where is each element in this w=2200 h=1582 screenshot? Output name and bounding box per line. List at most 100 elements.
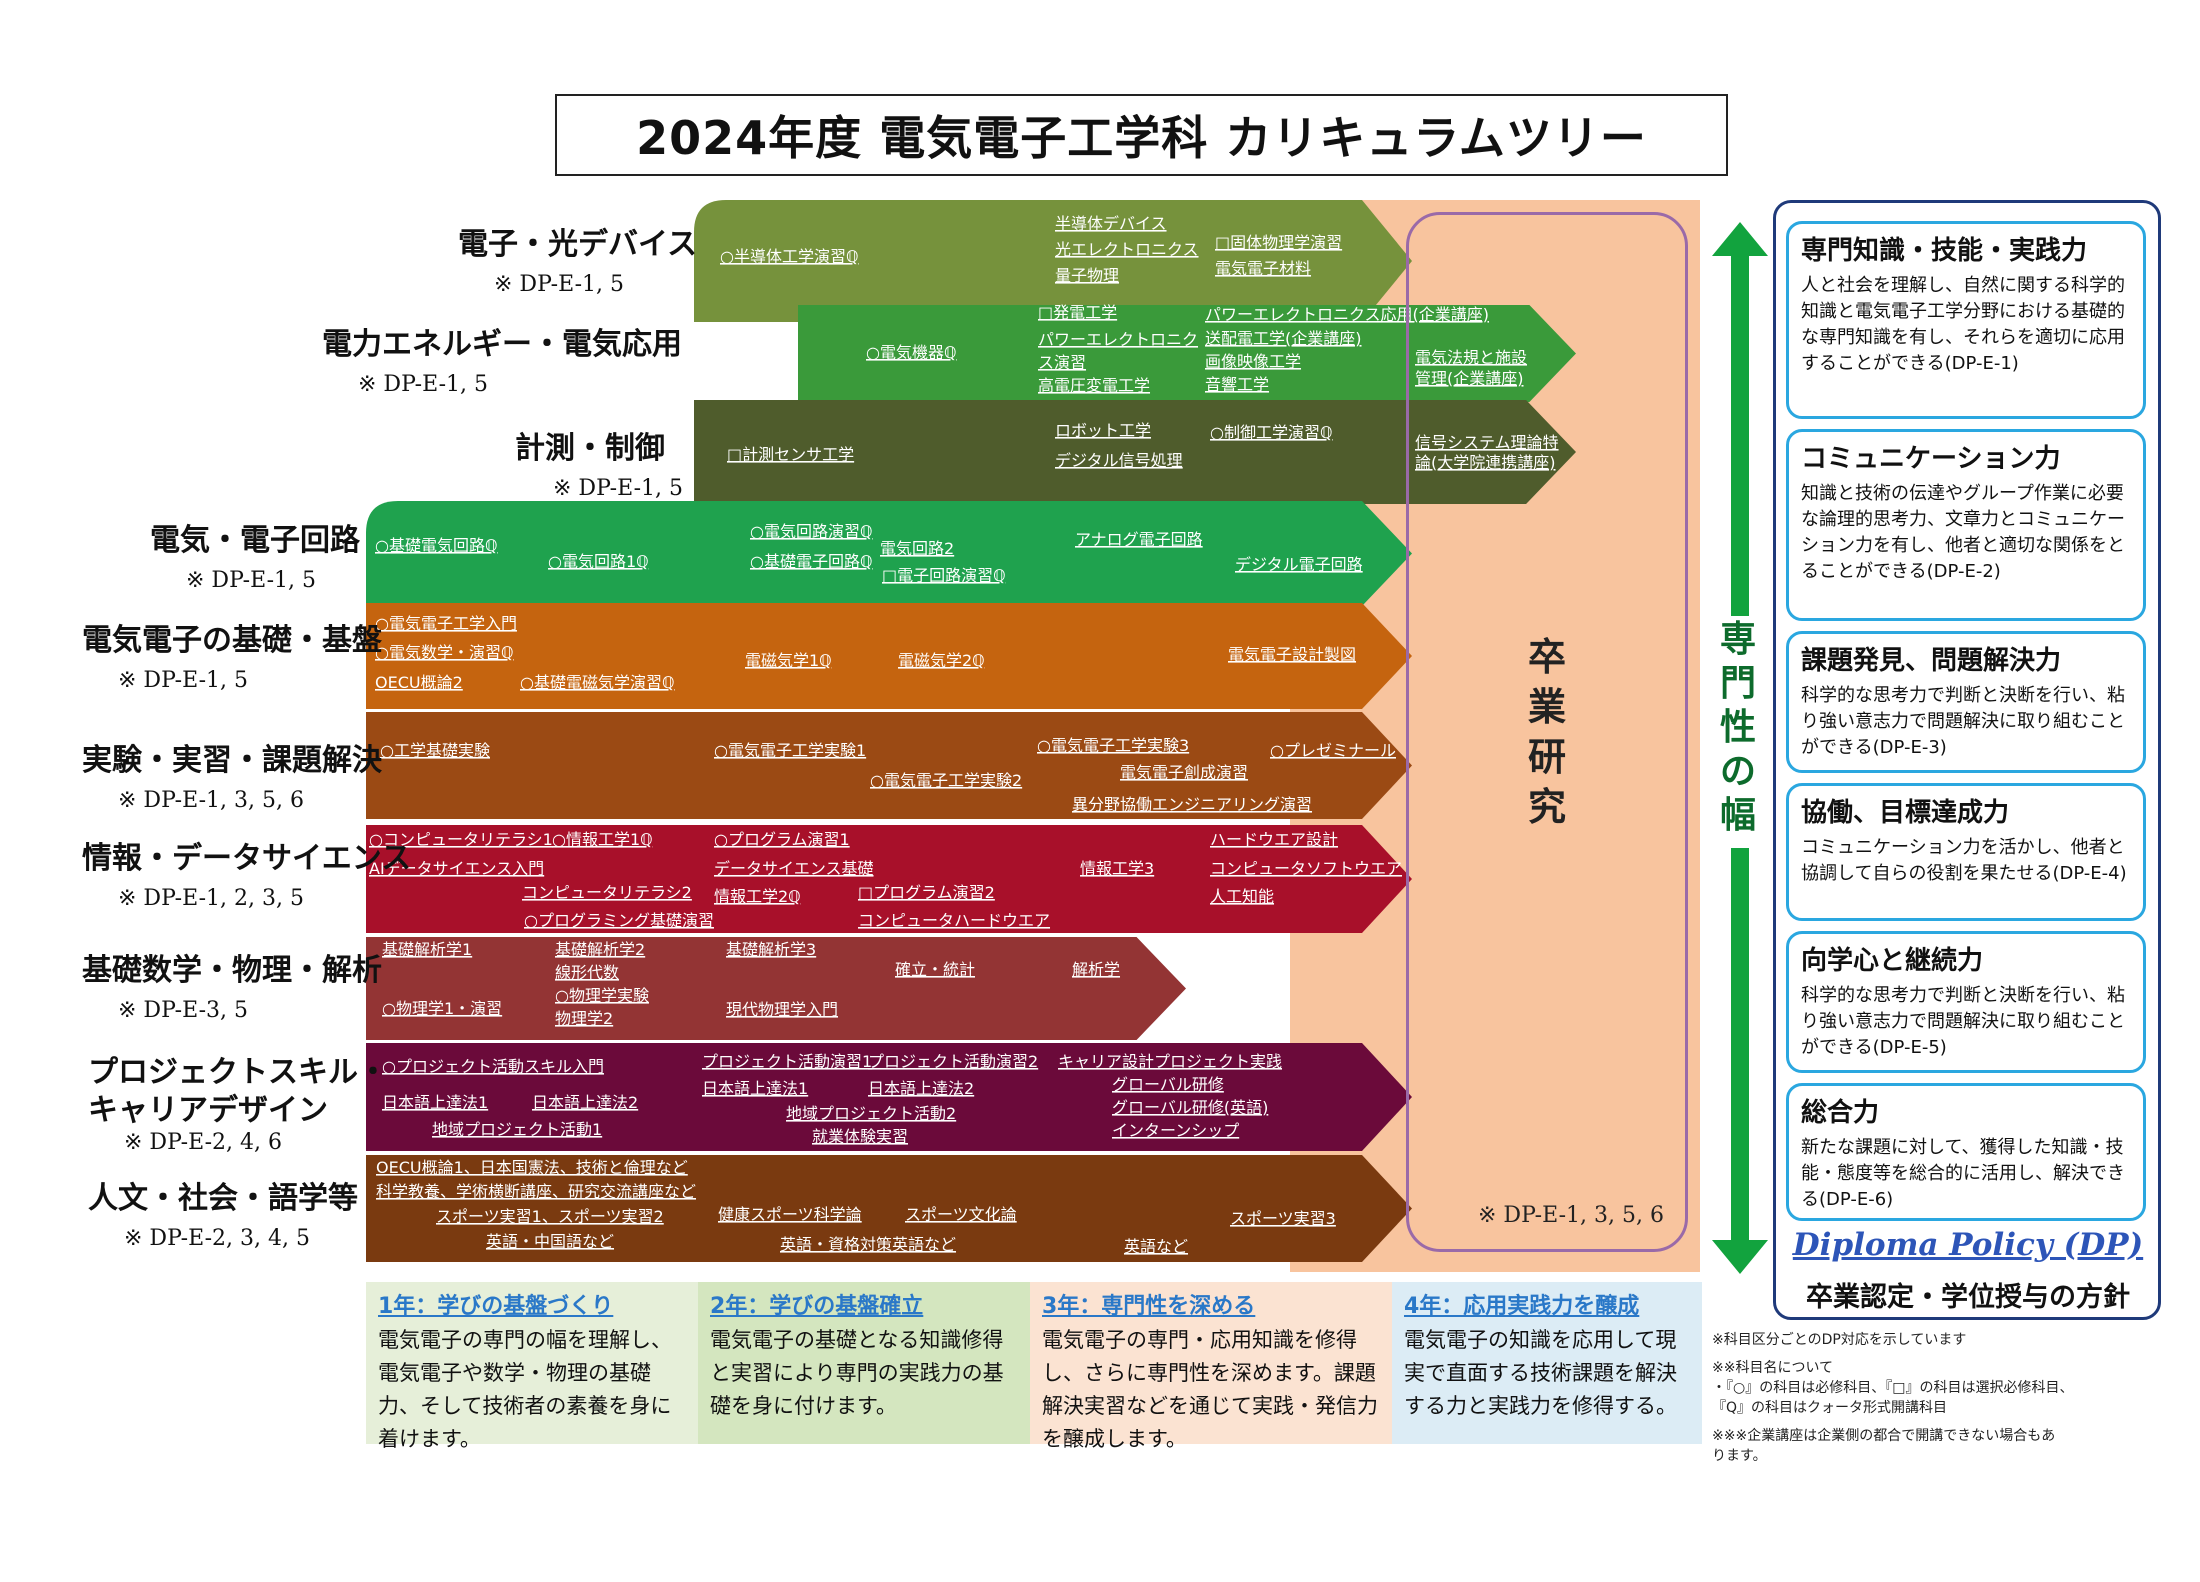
dp-box: 向学心と継続力 科学的な思考力で判断と決断を行い、粘り強い意志力で問題解決に取り… [1786,931,2146,1073]
course-label: 日本語上達法1 [382,1093,488,1112]
course-label: 光エレクトロニクス [1055,240,1199,259]
course-label: 科学教養、学術横断講座、研究交流講座など [376,1182,696,1201]
course-label: ○物理学1・演習 [382,999,502,1018]
dp-box: 課題発見、問題解決力 科学的な思考力で判断と決断を行い、粘り強い意志力で問題解決… [1786,631,2146,773]
category-name: 情報・データサイエンス [82,841,412,876]
category-band [694,400,1576,504]
course-label: キャリア設計プロジェクト実践 [1058,1052,1282,1071]
course-label: ○プログラム演習1 [714,830,850,849]
note-line: ※※科目名について [1712,1360,1834,1376]
course-label: ○電気電子工学実験3 [1037,736,1189,755]
course-label: ○情報工学1ℚ [552,830,653,849]
breadth-label-char: 門 [1719,663,1756,704]
breadth-label-char: の [1719,751,1756,792]
dp-title: 総合力 [1801,1098,1880,1128]
course-label: □プログラム演習2 [858,883,995,902]
course-label: 健康スポーツ科学論 [718,1205,862,1224]
dp-box: 協働、目標達成力 コミュニケーション力を活かし、他者と協調して自らの役割を果たせ… [1786,783,2146,921]
category-band [366,825,1412,933]
course-label: ○基礎電子回路ℚ [750,552,873,571]
course-label: アナログ電子回路 [1075,530,1203,549]
category-band [694,200,1412,322]
category-dp: ※ DP-E-2, 3, 4, 5 [124,1226,310,1251]
breadth-label: 専門性の幅 [1716,618,1760,838]
course-label: 確立・統計 [895,960,975,979]
category-name: 基礎数学・物理・解析 [82,953,382,988]
course-label: ○電気機器ℚ [866,343,957,362]
year-text: 電気電子の知識を応用して現実で直面する技術課題を解決する力と実践力を修得する。 [1404,1328,1677,1418]
course-label: パワーエレクトロニク [1038,330,1198,349]
course-label: ○基礎電磁気学演習ℚ [520,673,675,692]
category-dp: ※ DP-E-1, 5 [118,668,248,693]
dp-text: 新たな課題に対して、獲得した知識・技能・態度等を総合的に活用し、解決できる(DP… [1801,1137,2125,1210]
course-label: OECU概論2 [375,673,463,692]
course-label: OECU概論1、日本国憲法、技術と倫理など [376,1158,688,1177]
category-name: 電気・電子回路 [150,523,360,558]
year-4-box: 4年：応用実践力を醸成 電気電子の知識を応用して現実で直面する技術課題を解決する… [1392,1282,1702,1444]
course-label: 管理(企業講座) [1415,369,1524,388]
graduation-research-char: 卒 [1527,635,1566,679]
category-dp: ※ DP-E-2, 4, 6 [124,1130,282,1155]
dp-box: 総合力 新たな課題に対して、獲得した知識・技能・態度等を総合的に活用し、解決でき… [1786,1083,2146,1221]
note-line: 『Q』の科目はクォータ形式開講科目 [1712,1400,1948,1416]
course-label: ○電気電子工学入門 [375,614,517,633]
dp-text: コミュニケーション力を活かし、他者と協調して自らの役割を果たせる(DP-E-4) [1801,837,2127,884]
course-label: グローバル研修 [1112,1075,1224,1094]
course-label: 高電圧変電工学 [1038,376,1150,395]
course-label: 半導体デバイス [1055,214,1167,233]
course-label: 電気電子設計製図 [1228,645,1356,664]
year-title: 2年：学びの基盤確立 [710,1294,924,1319]
course-label: データサイエンス基礎 [714,859,874,878]
category-band [366,937,1186,1040]
course-label: 現代物理学入門 [726,1000,838,1019]
category-dp: ※ DP-E-1, 5 [494,272,624,297]
course-label: AIデータサイエンス入門 [369,859,544,878]
dp-text: 科学的な思考力で判断と決断を行い、粘り強い意志力で問題解決に取り組むことができる… [1801,685,2125,758]
course-label: 電気電子材料 [1215,259,1311,278]
category-dp: ※ DP-E-3, 5 [118,998,248,1023]
course-label: プロジェクト活動演習2 [868,1052,1038,1071]
year-title: 1年：学びの基盤づくり [378,1294,614,1319]
breadth-label-char: 幅 [1719,795,1756,836]
category-band [366,1043,1412,1151]
dp-text: 知識と技術の伝達やグループ作業に必要な論理的思考力、文章力とコミュニケーション力… [1801,483,2125,582]
course-label: ○制御工学演習ℚ [1210,423,1333,442]
course-label: 音響工学 [1205,375,1269,394]
breadth-label-char: 専 [1719,619,1756,660]
course-label: 電気法規と施設 [1415,348,1527,367]
course-label: ○電気数学・演習ℚ [375,643,514,662]
course-label: インターンシップ [1112,1121,1239,1140]
course-label: コンピュータソフトウエア [1210,859,1402,878]
category-dp: ※ DP-E-1, 5 [553,476,683,501]
course-label: 送配電工学(企業講座) [1205,329,1362,348]
page-title: 2024年度 電気電子工学科 カリキュラムツリー [555,94,1728,176]
course-label: スポーツ実習1、スポーツ実習2 [436,1207,664,1226]
graduation-research-dp: ※ DP-E-1, 3, 5, 6 [1478,1203,1664,1228]
category-name: 電力エネルギー・電気応用 [322,327,682,362]
course-label: 日本語上達法2 [868,1079,974,1098]
graduation-research-label: 卒業研究 [1522,632,1572,832]
course-label: ○プレゼミナール [1270,741,1396,760]
course-label: デジタル電子回路 [1235,555,1363,574]
category-name: 電気電子の基礎・基盤 [82,623,382,658]
dp-title: 協働、目標達成力 [1801,798,2010,828]
graduation-research-char: 研 [1527,735,1566,779]
year-3-box: 3年：専門性を深める 電気電子の専門・応用知識を修得し、さらに専門性を深めます。… [1030,1282,1392,1451]
category-band [798,305,1576,402]
page-title-text: 2024年度 電気電子工学科 カリキュラムツリー [636,111,1647,165]
category-name: 実験・実習・課題解決 [82,743,382,778]
category-dp: ※ DP-E-1, 3, 5, 6 [118,788,304,813]
course-label: 日本語上達法2 [532,1093,638,1112]
year-1-box: 1年：学びの基盤づくり 電気電子の専門の幅を理解し、電気電子や数学・物理の基礎力… [366,1282,698,1451]
course-label: 日本語上達法1 [702,1079,808,1098]
course-label: □計測センサ工学 [727,445,854,464]
course-label: □電子回路演習ℚ [882,566,1006,585]
course-label: 異分野協働エンジニアリング演習 [1072,795,1312,814]
course-label: 電磁気学1ℚ [745,651,832,670]
course-label: 基礎解析学1 [382,940,472,959]
course-label: ○電気電子工学実験2 [870,771,1022,790]
course-label: □固体物理学演習 [1215,233,1342,252]
dp-footer-subtitle: 卒業認定・学位授与の方針 [1806,1282,2130,1313]
dp-title: コミュニケーション力 [1801,444,2061,474]
dp-title: 向学心と継続力 [1801,946,1984,976]
